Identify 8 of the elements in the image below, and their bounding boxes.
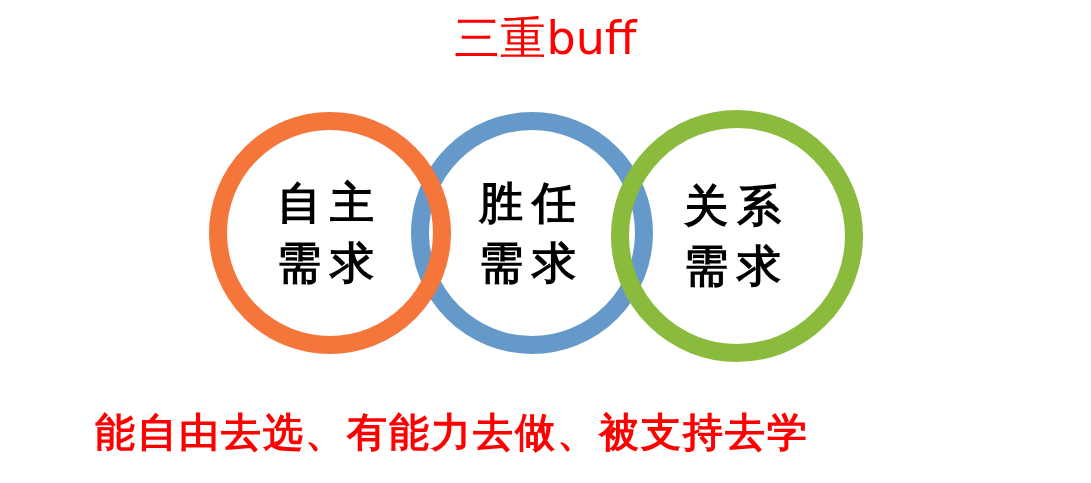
title: 三重buff [454,10,637,67]
node-label: 自主需求 [276,176,384,290]
circle-ring [611,110,863,362]
circle-ring [209,112,451,354]
node-label: 关系需求 [682,179,791,293]
caption: 能自由去选、有能力去做、被支持去学 [95,408,809,457]
node-label: 胜任需求 [477,176,586,290]
circle-ring [411,112,653,354]
